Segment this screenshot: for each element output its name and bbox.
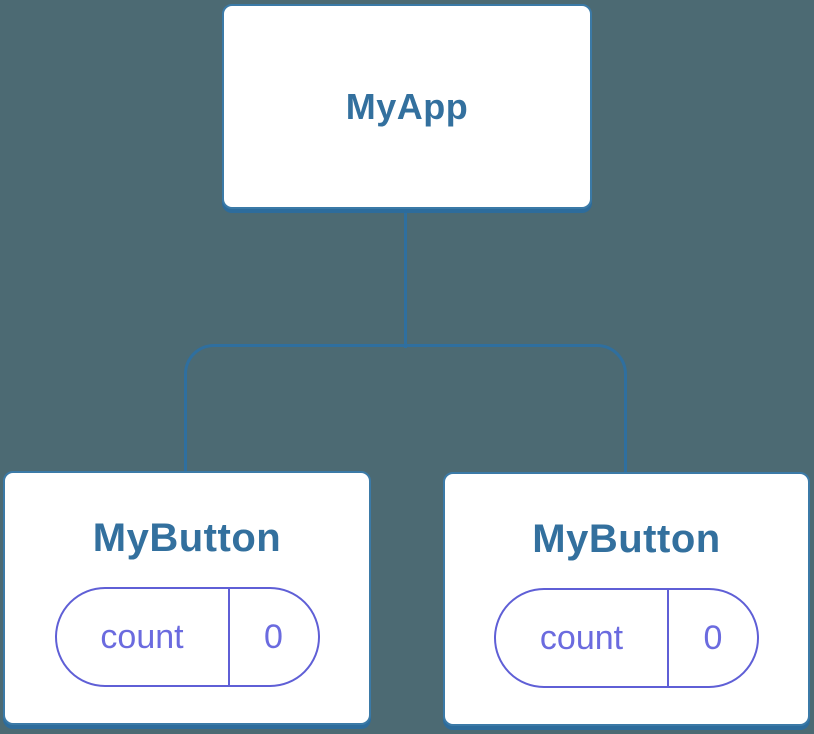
- state-key: count: [539, 618, 624, 657]
- state-pill-child-1: count 0: [54, 587, 320, 687]
- component-label-child-1: MyButton: [92, 516, 282, 560]
- component-node-child-1: MyButton count 0: [3, 471, 371, 725]
- state-pill-child-2: count 0: [494, 588, 759, 688]
- connector-branch: [184, 344, 627, 472]
- state-value: 0: [227, 589, 318, 685]
- connector-root-stem: [404, 208, 407, 348]
- state-key: count: [100, 617, 184, 656]
- state-value: 0: [667, 590, 757, 686]
- component-node-child-2: MyButton count 0: [443, 472, 810, 726]
- component-label-root: MyApp: [345, 85, 469, 127]
- component-label-child-2: MyButton: [532, 517, 721, 561]
- component-node-root: MyApp: [222, 4, 592, 209]
